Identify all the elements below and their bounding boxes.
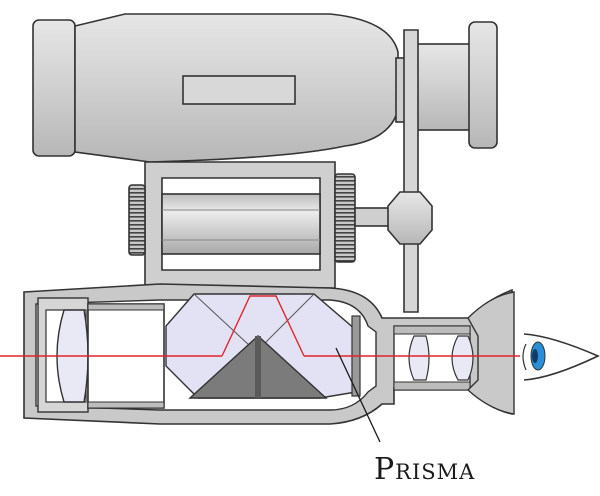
eyepiece-bridge-strap (403, 29, 419, 313)
prism-ray (221, 295, 305, 357)
focus-wheel-right (334, 173, 356, 263)
focus-roller (161, 193, 321, 255)
upper-tube (32, 13, 498, 163)
eyepiece-lens-eye (451, 335, 474, 381)
hinge-bridge (128, 29, 433, 313)
lower-eyecup (466, 291, 515, 415)
prism-callout-line (335, 347, 381, 443)
eye-icon (522, 333, 600, 381)
upper-label-plate (182, 75, 296, 105)
lower-tube-section (23, 283, 515, 425)
upper-eyepiece-collar (413, 43, 471, 131)
focus-wheel-left (128, 184, 146, 256)
upper-eyecup (468, 21, 498, 149)
upper-objective-cap (32, 19, 76, 157)
diopter-knob (387, 191, 433, 245)
prism-label: Prisma (374, 452, 476, 487)
eyepiece-lens-field (408, 335, 430, 381)
